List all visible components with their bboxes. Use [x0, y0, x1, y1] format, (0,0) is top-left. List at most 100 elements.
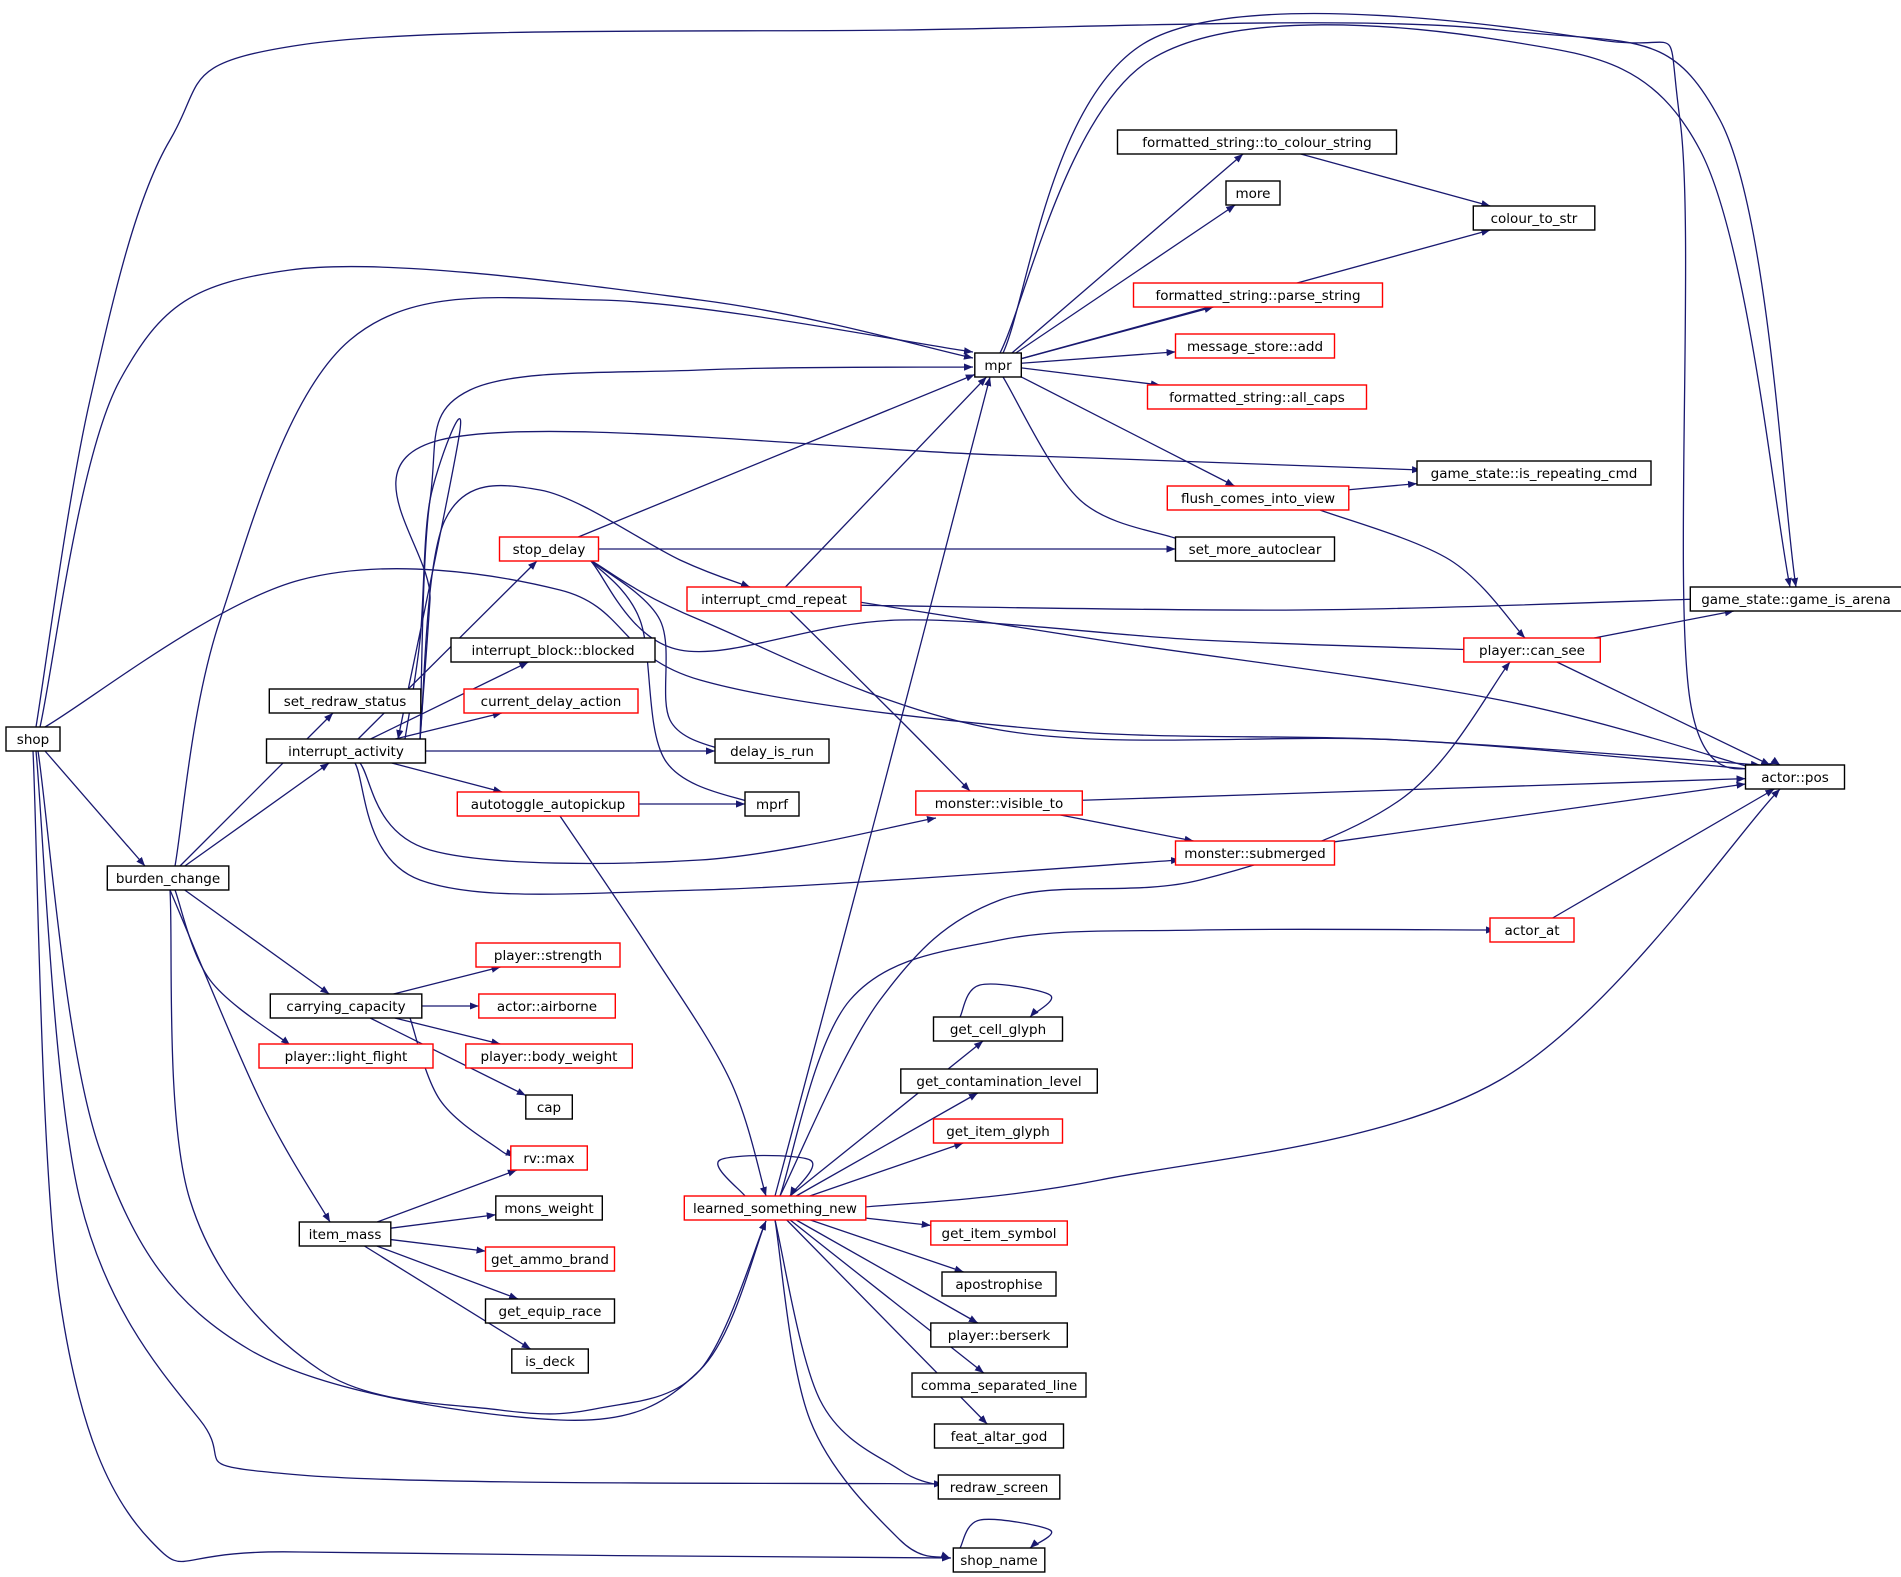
- node-game_state_is_repeating_cmd[interactable]: game_state::is_repeating_cmd: [1416, 460, 1652, 486]
- node-get_cell_glyph[interactable]: get_cell_glyph: [932, 1016, 1064, 1042]
- node-box: [974, 352, 1022, 378]
- node-box: [269, 993, 423, 1019]
- edge-shop-to-game_state_game_is_arena: [35, 22, 1799, 728]
- node-cap[interactable]: cap: [525, 1094, 573, 1120]
- edge-learned_something_new-to-learned_something_new: [717, 1154, 814, 1197]
- node-label: stop_delay: [513, 542, 586, 558]
- node-current_delay_action[interactable]: current_delay_action: [463, 688, 639, 714]
- node-player_light_flight[interactable]: player::light_flight: [258, 1043, 434, 1069]
- edge-burden_change-to-carrying_capacity: [184, 889, 330, 995]
- node-game_state_game_is_arena[interactable]: game_state::game_is_arena: [1689, 586, 1901, 612]
- node-player_body_weight[interactable]: player::body_weight: [465, 1043, 633, 1069]
- node-box: [933, 1423, 1065, 1449]
- node-mprf[interactable]: mprf: [744, 791, 800, 817]
- edge-shop-to-shop_name: [32, 750, 952, 1563]
- node-box: [1416, 460, 1652, 486]
- node-get_item_glyph[interactable]: get_item_glyph: [932, 1118, 1064, 1144]
- edge-layer: [32, 12, 1799, 1563]
- node-actor_airborne[interactable]: actor::airborne: [478, 993, 616, 1019]
- node-label: formatted_string::to_colour_string: [1142, 135, 1371, 151]
- edge-interrupt_cmd_repeat-to-actor_pos: [839, 598, 1761, 772]
- edge-mpr-to-message_store_add: [1021, 348, 1176, 364]
- edge-stop_delay-to-mprf: [589, 559, 756, 805]
- node-box: [495, 1195, 603, 1221]
- node-flush_comes_into_view[interactable]: flush_comes_into_view: [1166, 485, 1350, 511]
- node-box: [450, 637, 656, 663]
- edge-item_mass-to-get_equip_race: [376, 1245, 519, 1300]
- node-get_equip_race[interactable]: get_equip_race: [484, 1298, 616, 1324]
- edge-burden_change-to-learned_something_new: [169, 889, 767, 1415]
- node-label: flush_comes_into_view: [1181, 491, 1335, 507]
- node-shop[interactable]: shop: [5, 726, 61, 752]
- node-label: formatted_string::all_caps: [1169, 390, 1345, 406]
- node-monster_submerged[interactable]: monster::submerged: [1174, 840, 1336, 866]
- node-stop_delay[interactable]: stop_delay: [498, 536, 600, 562]
- node-set_more_autoclear[interactable]: set_more_autoclear: [1174, 536, 1336, 562]
- node-redraw_screen[interactable]: redraw_screen: [937, 1474, 1061, 1500]
- edge-learned_something_new-to-redraw_screen: [774, 1219, 949, 1488]
- node-autotoggle_autopickup[interactable]: autotoggle_autopickup: [456, 791, 640, 817]
- node-actor_at[interactable]: actor_at: [1489, 917, 1575, 943]
- node-label: cap: [537, 1100, 561, 1116]
- node-box: [5, 726, 61, 752]
- edge-item_mass-to-is_deck: [364, 1245, 531, 1350]
- node-comma_separated_line[interactable]: comma_separated_line: [911, 1372, 1087, 1398]
- node-label: rv::max: [523, 1151, 574, 1167]
- edge-stop_delay-to-mpr: [578, 373, 975, 538]
- edge-mpr-to-formatted_string_all_caps: [1021, 367, 1160, 388]
- edge-interrupt_activity-to-game_state_is_repeating_cmd: [395, 430, 1422, 740]
- edge-mpr-to-formatted_string_to_colour_string: [1011, 153, 1244, 354]
- edge-mpr-to-game_state_game_is_arena: [999, 24, 1792, 588]
- node-box: [258, 1043, 434, 1069]
- edge-flush_comes_into_view-to-game_state_is_repeating_cmd: [1348, 480, 1418, 491]
- node-get_contamination_level[interactable]: get_contamination_level: [900, 1068, 1098, 1094]
- node-formatted_string_parse_string[interactable]: formatted_string::parse_string: [1132, 282, 1384, 308]
- node-box: [952, 1547, 1046, 1573]
- node-actor_pos[interactable]: actor::pos: [1744, 764, 1846, 790]
- node-rv_max[interactable]: rv::max: [510, 1145, 588, 1171]
- node-label: get_ammo_brand: [491, 1252, 609, 1268]
- node-message_store_add[interactable]: message_store::add: [1174, 333, 1336, 359]
- node-apostrophise[interactable]: apostrophise: [941, 1271, 1057, 1297]
- node-item_mass[interactable]: item_mass: [298, 1221, 392, 1247]
- node-label: player::body_weight: [481, 1049, 618, 1065]
- node-label: redraw_screen: [950, 1480, 1049, 1496]
- node-get_item_symbol[interactable]: get_item_symbol: [930, 1220, 1068, 1246]
- node-get_ammo_brand[interactable]: get_ammo_brand: [484, 1246, 616, 1272]
- node-label: get_cell_glyph: [950, 1022, 1046, 1038]
- node-box: [683, 1195, 867, 1221]
- node-player_berserk[interactable]: player::berserk: [930, 1322, 1068, 1348]
- node-is_deck[interactable]: is_deck: [511, 1348, 589, 1374]
- node-more[interactable]: more: [1225, 180, 1281, 206]
- node-player_strength[interactable]: player::strength: [475, 942, 621, 968]
- node-feat_altar_god[interactable]: feat_altar_god: [933, 1423, 1065, 1449]
- node-box: [484, 1298, 616, 1324]
- edge-actor_at-to-actor_pos: [1552, 788, 1775, 919]
- node-carrying_capacity[interactable]: carrying_capacity: [269, 993, 423, 1019]
- node-label: autotoggle_autopickup: [471, 797, 626, 813]
- node-box: [1489, 917, 1575, 943]
- node-formatted_string_to_colour_string[interactable]: formatted_string::to_colour_string: [1116, 129, 1398, 155]
- edge-item_mass-to-rv_max: [376, 1169, 518, 1223]
- node-player_can_see[interactable]: player::can_see: [1463, 637, 1602, 663]
- node-label: shop: [17, 732, 49, 748]
- node-formatted_string_all_caps[interactable]: formatted_string::all_caps: [1146, 384, 1368, 410]
- node-box: [1463, 637, 1602, 663]
- node-box: [268, 688, 422, 714]
- node-mons_weight[interactable]: mons_weight: [495, 1195, 603, 1221]
- node-burden_change[interactable]: burden_change: [106, 865, 230, 891]
- edge-carrying_capacity-to-rv_max: [409, 1017, 516, 1157]
- node-mpr[interactable]: mpr: [974, 352, 1022, 378]
- node-colour_to_str[interactable]: colour_to_str: [1472, 205, 1596, 231]
- node-interrupt_activity[interactable]: interrupt_activity: [265, 738, 427, 764]
- node-box: [930, 1220, 1068, 1246]
- edge-mpr-to-actor_pos: [1002, 12, 1781, 770]
- node-interrupt_cmd_repeat[interactable]: interrupt_cmd_repeat: [686, 586, 862, 612]
- node-learned_something_new[interactable]: learned_something_new: [683, 1195, 867, 1221]
- node-monster_visible_to[interactable]: monster::visible_to: [915, 790, 1083, 816]
- node-shop_name[interactable]: shop_name: [952, 1547, 1046, 1573]
- node-interrupt_block_blocked[interactable]: interrupt_block::blocked: [450, 637, 656, 663]
- node-delay_is_run[interactable]: delay_is_run: [714, 738, 830, 764]
- node-set_redraw_status[interactable]: set_redraw_status: [268, 688, 422, 714]
